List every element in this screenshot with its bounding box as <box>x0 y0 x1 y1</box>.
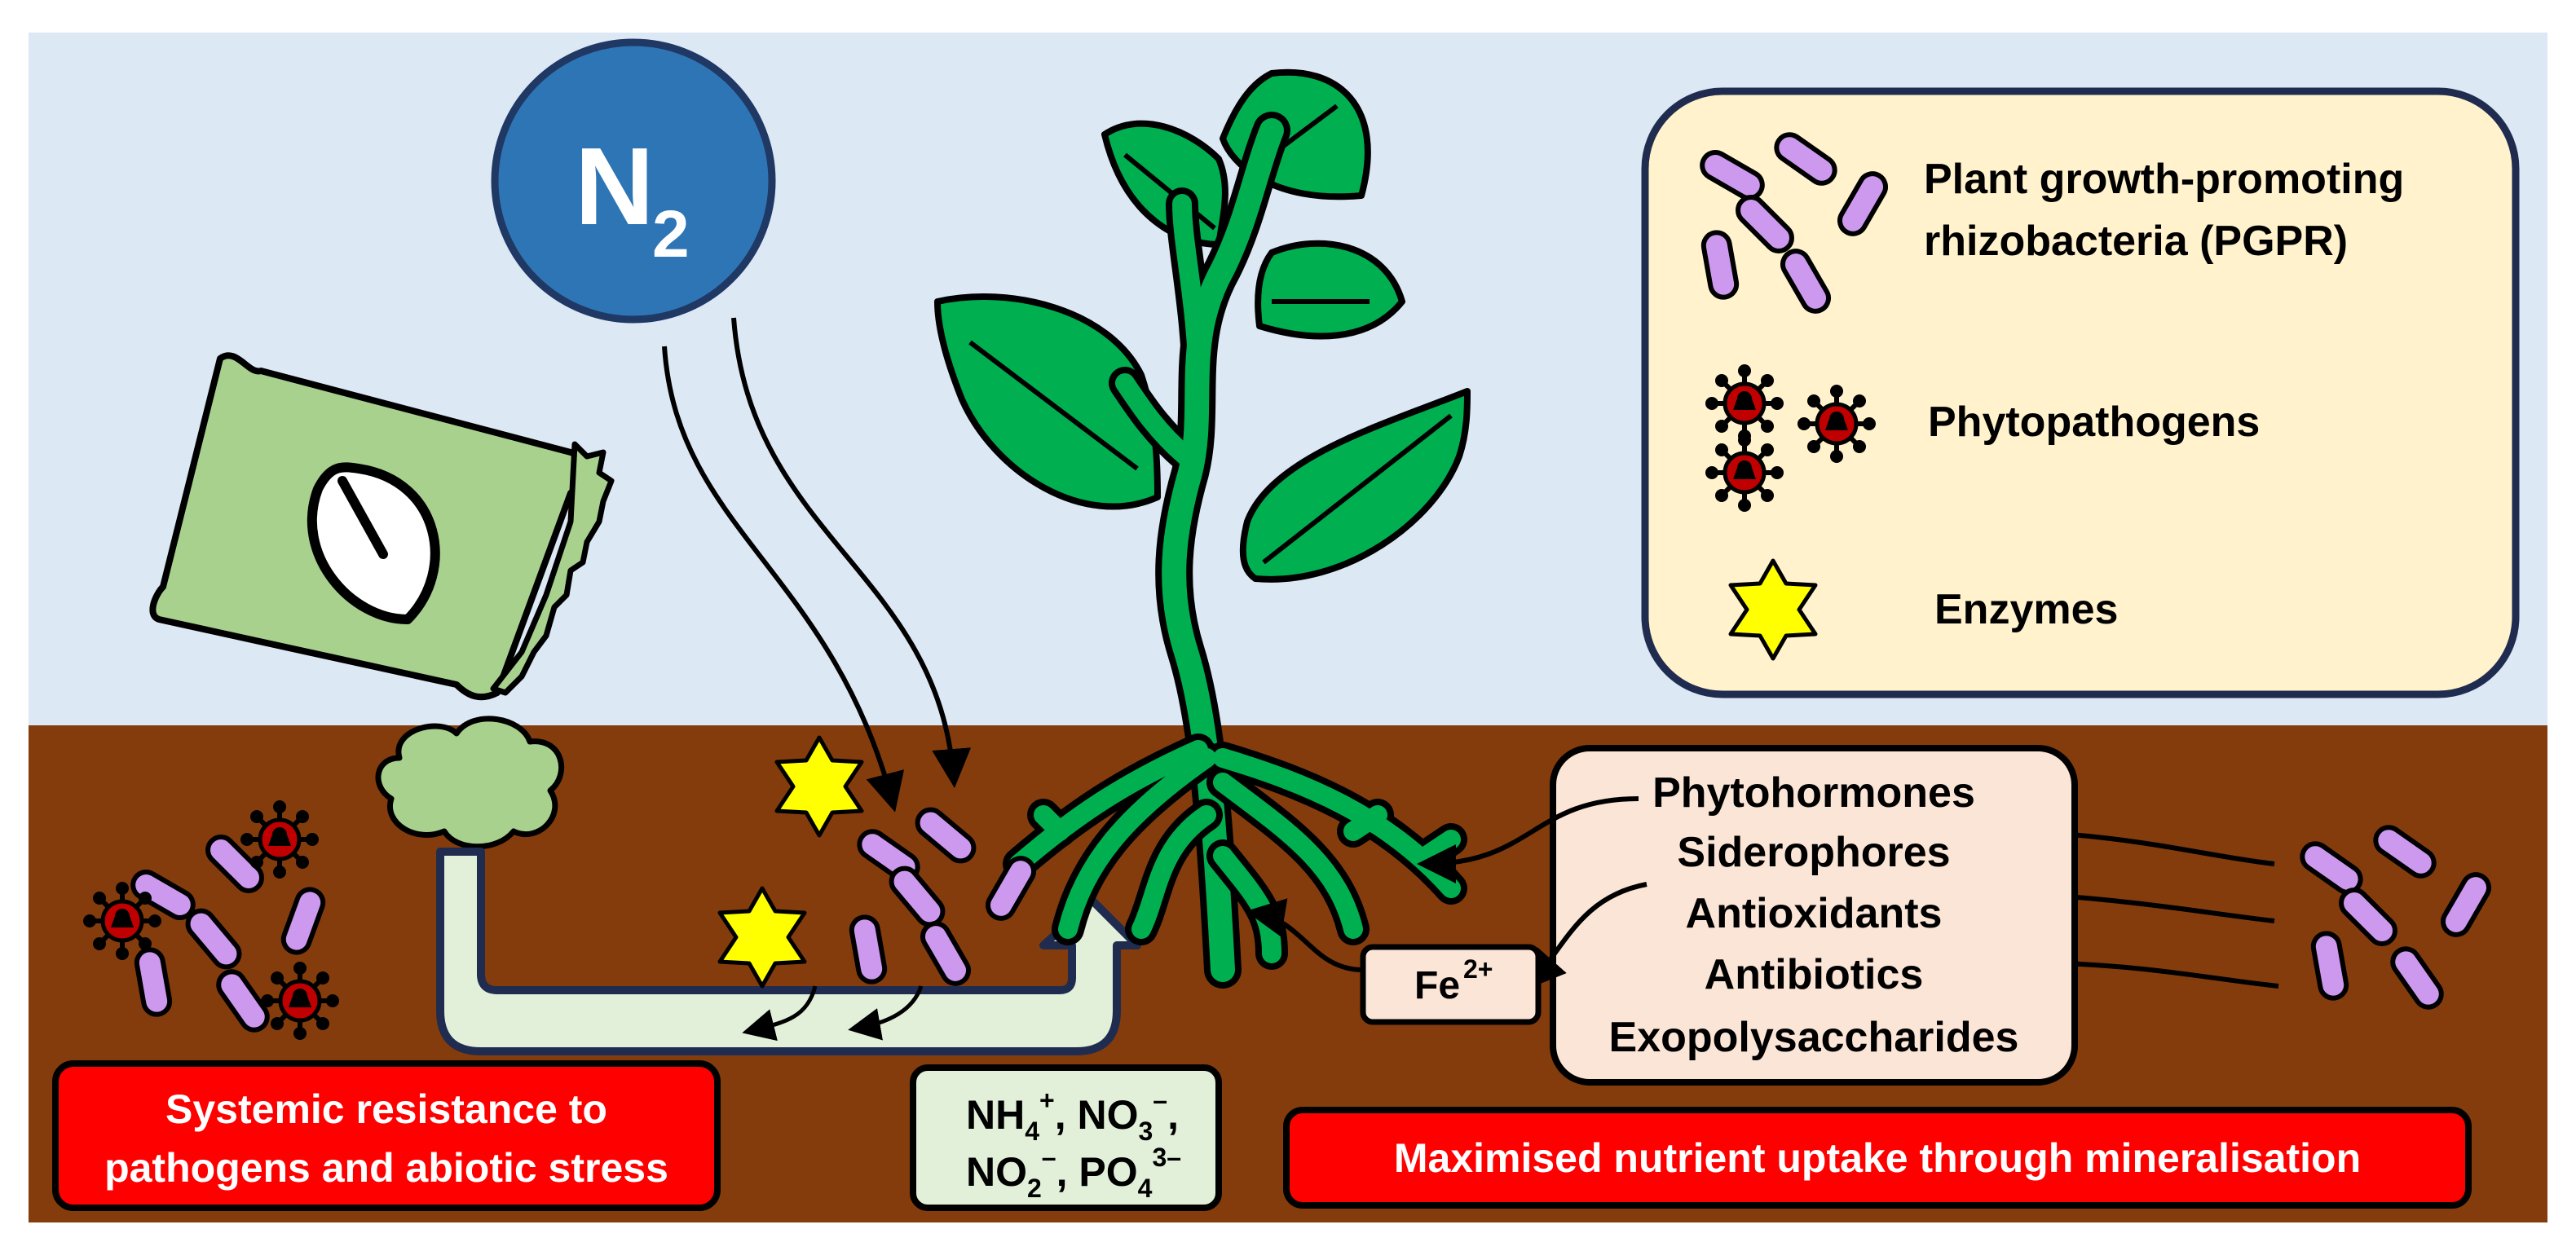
ion-box: NH4+, NO3–, NO2–, PO43– <box>910 1064 1222 1211</box>
resistance-banner: Systemic resistance to pathogens and abi… <box>52 1060 721 1211</box>
enzyme-arrow <box>742 985 818 1042</box>
legend-enzymes-label: Enzymes <box>1934 586 2118 633</box>
ion-nh4: NH <box>966 1092 1025 1138</box>
n2-arrow-right <box>731 317 972 788</box>
pathogen <box>240 800 319 879</box>
siderophore-arrow <box>1526 882 1647 989</box>
ion-po4: PO <box>1078 1149 1137 1195</box>
compound-siderophores: Siderophores <box>1677 829 1950 876</box>
legend-pathogen <box>1797 385 1876 463</box>
fertiliser-cloud <box>375 716 565 850</box>
ion-no3: NO <box>1078 1092 1139 1138</box>
phytohormone-arrow <box>1417 796 1639 883</box>
ion-no2: NO <box>966 1149 1027 1195</box>
n2-label: N <box>575 125 655 248</box>
legend-pgpr-line2: rhizobacteria (PGPR) <box>1924 218 2348 265</box>
n2-arrow-left <box>662 346 905 813</box>
legend: Plant growth-promoting rhizobacteria (PG… <box>1641 87 2520 698</box>
iron-arrow <box>1246 898 1364 972</box>
n2-subscript: 2 <box>652 197 690 271</box>
legend-pathogens-label: Phytopathogens <box>1928 399 2260 446</box>
pathogen <box>83 882 161 960</box>
compound-phytohormones: Phytohormones <box>1652 769 1975 817</box>
ion-line2: NO2–, PO43– <box>966 1143 1181 1203</box>
iron-charge: 2+ <box>1463 954 1493 984</box>
legend-pathogen <box>1705 364 1784 443</box>
compound-exopolysaccharides: Exopolysaccharides <box>1609 1014 2019 1061</box>
resistance-line1: Systemic resistance to <box>165 1086 607 1132</box>
nutrient-flow-arrow <box>436 848 1141 1055</box>
ion-line1: NH4+, NO3–, <box>966 1086 1179 1146</box>
legend-pgpr-line1: Plant growth-promoting <box>1924 156 2404 203</box>
enzyme-arrow <box>848 985 924 1041</box>
n2-molecule: N 2 <box>491 38 776 324</box>
uptake-label: Maximised nutrient uptake through minera… <box>1394 1135 2361 1181</box>
compound-antibiotics: Antibiotics <box>1705 951 1924 998</box>
uptake-banner: Maximised nutrient uptake through minera… <box>1283 1107 2472 1209</box>
pathogen <box>261 962 339 1040</box>
iron-box: Fe 2+ <box>1360 944 1542 1025</box>
compound-box: Phytohormones Siderophores Antioxidants … <box>1550 745 2078 1086</box>
resistance-line2: pathogens and abiotic stress <box>104 1145 668 1191</box>
iron-label: Fe <box>1414 964 1460 1007</box>
legend-pathogen <box>1705 434 1784 512</box>
plant-leaf-mid-right <box>1255 240 1405 340</box>
compound-antioxidants: Antioxidants <box>1686 890 1943 937</box>
plant <box>934 68 1471 989</box>
leaf-icon <box>307 462 440 624</box>
fertiliser-bag-icon <box>149 352 615 701</box>
